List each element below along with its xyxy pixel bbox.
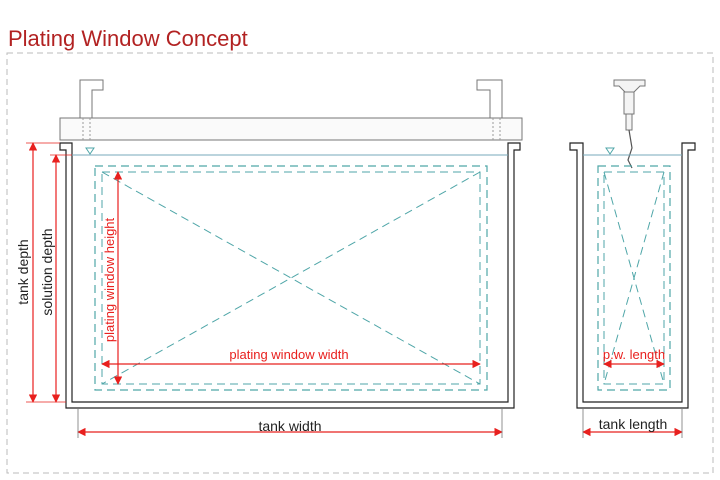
outer-frame bbox=[6, 52, 714, 474]
solution-depth-label: solution depth bbox=[39, 228, 55, 315]
top-bus-bar bbox=[59, 117, 523, 141]
plating-window-height-label: plating window height bbox=[102, 217, 117, 342]
side-plating-window-inner bbox=[603, 171, 665, 385]
plating-window-width-label: plating window width bbox=[229, 347, 348, 362]
tank-width-label: tank width bbox=[258, 418, 321, 434]
tank-depth-label: tank depth bbox=[15, 239, 31, 304]
diagram-title: Plating Window Concept bbox=[8, 26, 248, 51]
side-view: p.w. length tank length bbox=[569, 79, 696, 438]
front-view: tank depth solution depth plating window… bbox=[15, 79, 523, 438]
plating-window-outer bbox=[94, 165, 488, 391]
liquid-level-marker-icon bbox=[85, 147, 95, 155]
side-plating-window-outer bbox=[597, 165, 671, 391]
side-liquid-level-marker-icon bbox=[605, 147, 615, 155]
hanger-clamp-icon bbox=[613, 79, 646, 93]
pw-length-label: p.w. length bbox=[603, 347, 665, 362]
side-tank-outline bbox=[569, 142, 696, 409]
front-tank-outline bbox=[59, 142, 521, 409]
plating-window-diagonal-2 bbox=[101, 171, 481, 385]
tank-length-label: tank length bbox=[599, 416, 668, 432]
right-hanger-hook bbox=[476, 79, 503, 118]
left-hanger-hook bbox=[79, 79, 104, 118]
plating-window-inner bbox=[101, 171, 481, 385]
plating-window-diagonal-1 bbox=[101, 171, 481, 385]
